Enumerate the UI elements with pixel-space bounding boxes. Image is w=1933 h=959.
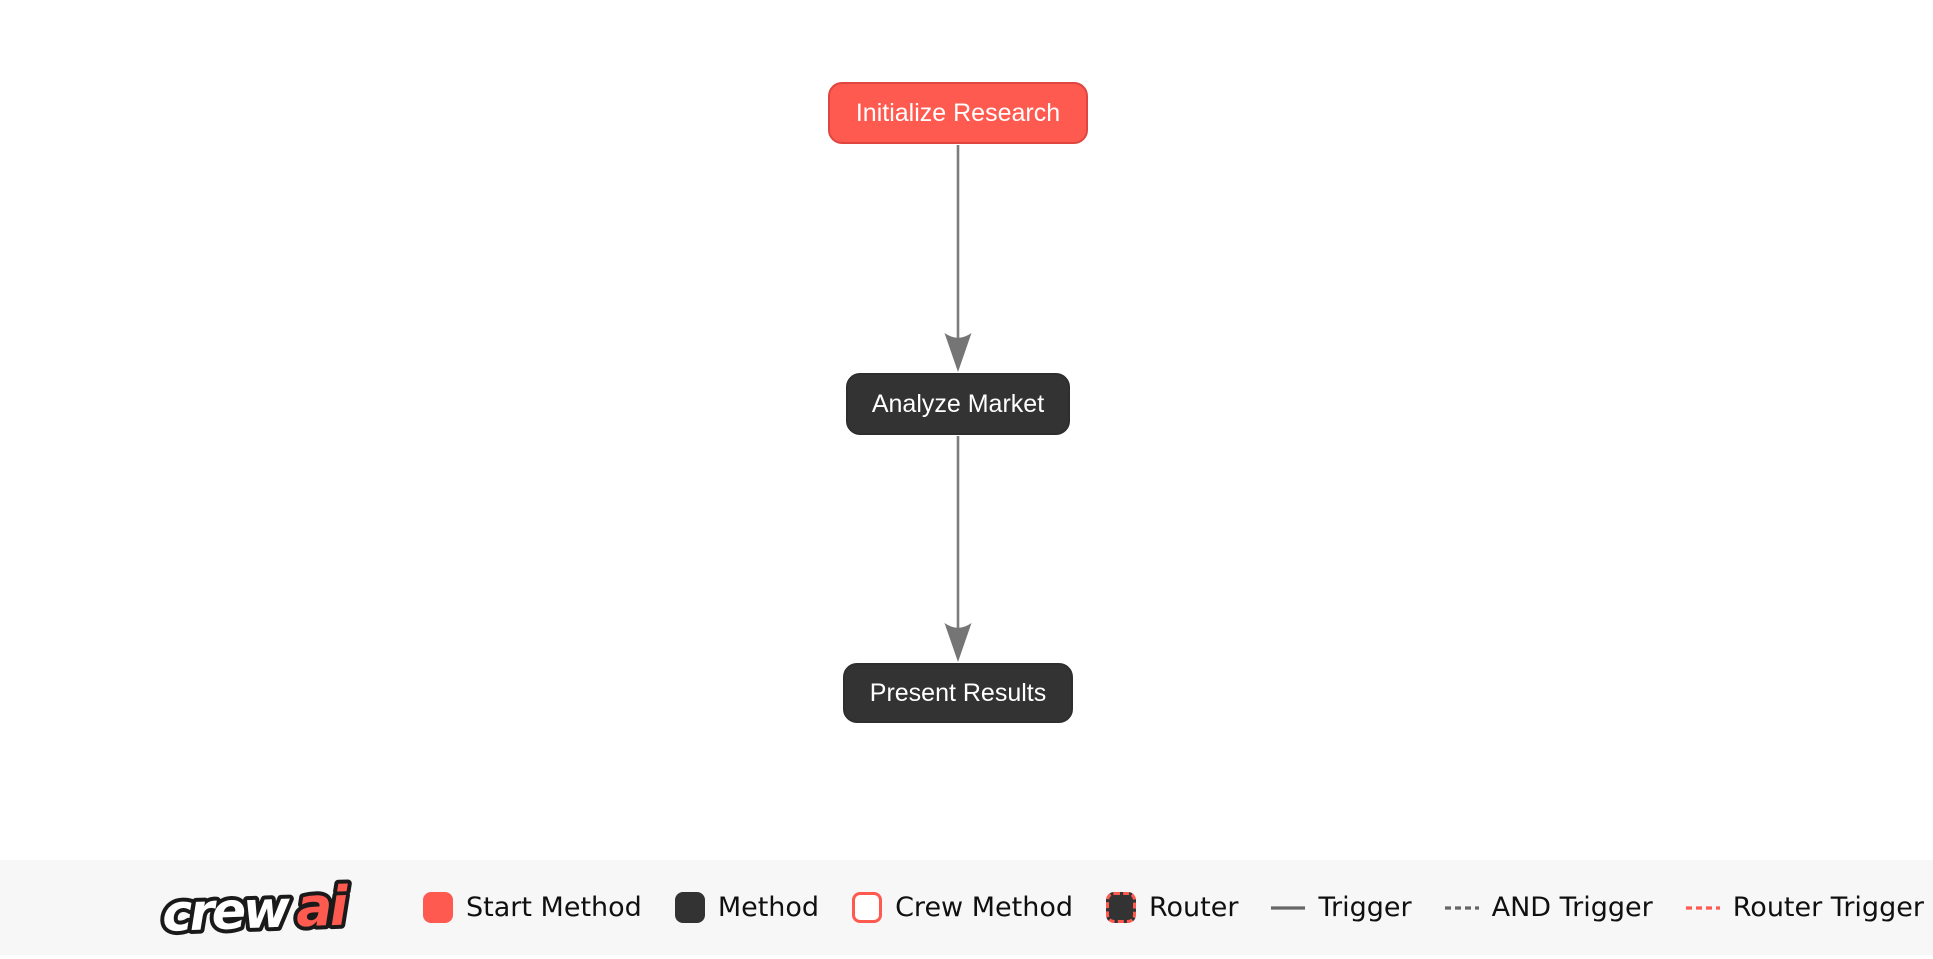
legend-label: Crew Method [895, 892, 1073, 923]
legend-item-method: Method [674, 892, 820, 923]
crewai-logo: crew ai [160, 870, 355, 948]
legend-label: Router [1148, 892, 1239, 923]
legend-item-and-trigger: AND Trigger [1444, 892, 1653, 923]
node-initialize-research[interactable]: Initialize Research [828, 82, 1088, 144]
legend-label: Trigger [1318, 892, 1412, 923]
legend-item-start-method: Start Method [423, 892, 642, 923]
node-label: Present Results [869, 678, 1047, 707]
logo-word-crew: crew [161, 880, 292, 943]
legend-label: Start Method [466, 892, 642, 923]
router-swatch-icon [1105, 892, 1136, 923]
logo-word-ai: ai [295, 874, 351, 939]
start-method-swatch-icon [423, 892, 453, 923]
legend-label: AND Trigger [1491, 892, 1653, 923]
node-present-results[interactable]: Present Results [843, 663, 1073, 723]
crew-method-swatch-icon [852, 892, 883, 923]
trigger-line-icon [1271, 905, 1306, 910]
legend-label: Method [717, 892, 820, 923]
edge-trigger-2 [944, 436, 972, 662]
flow-canvas[interactable]: Initialize Research Analyze Market Prese… [0, 0, 1933, 860]
edge-trigger-1 [944, 145, 972, 372]
router-trigger-line-icon [1685, 905, 1720, 910]
node-label: Initialize Research [855, 98, 1061, 127]
legend-label: Router Trigger [1732, 892, 1924, 923]
legend-item-crew-method: Crew Method [852, 892, 1073, 923]
legend-bar: crew ai Start Method Method Crew Method … [0, 860, 1933, 955]
and-trigger-line-icon [1444, 905, 1479, 910]
method-swatch-icon [674, 892, 705, 923]
legend-item-trigger: Trigger [1271, 892, 1412, 923]
node-label: Analyze Market [871, 389, 1045, 418]
legend-item-router: Router [1105, 892, 1239, 923]
legend-item-router-trigger: Router Trigger [1685, 892, 1924, 923]
node-analyze-market[interactable]: Analyze Market [846, 373, 1070, 435]
